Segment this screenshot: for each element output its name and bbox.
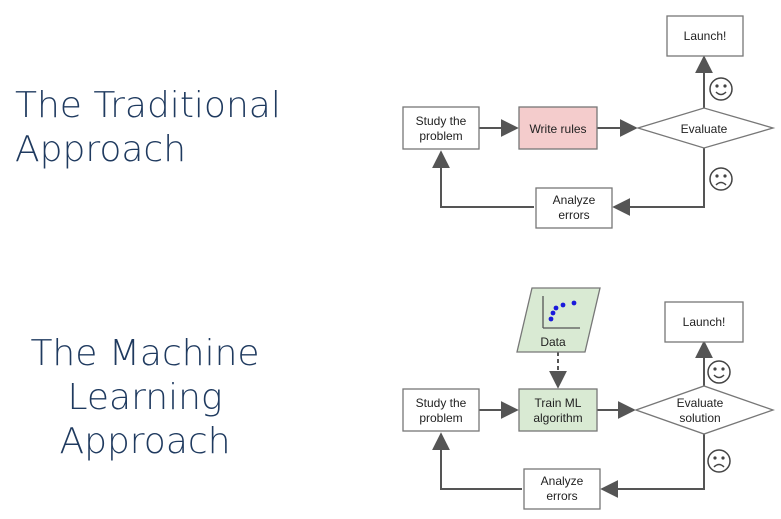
evaluate-solution-diamond: Evaluate solution <box>634 385 775 435</box>
study-line-2: problem <box>419 411 462 425</box>
write-rules-box: Write rules <box>518 106 598 150</box>
train-line-1: Train ML <box>535 396 582 410</box>
evaluate-line-2: solution <box>679 411 720 425</box>
scatter-plot-icon <box>542 296 580 329</box>
analyze-errors-box: Analyze errors <box>535 187 613 229</box>
arrow-evaluate-to-analyze <box>612 148 705 216</box>
data-label: Data <box>540 335 566 349</box>
ml-flowchart: Data Study the problem Train ML algorith… <box>402 287 775 510</box>
heading-line: The Traditional <box>15 85 281 126</box>
launch-box: Launch! <box>666 15 744 57</box>
frowning-face-icon <box>707 449 731 473</box>
ml-approach-heading: The Machine Learning Approach <box>0 332 290 464</box>
arrow-analyze-to-study <box>432 150 534 208</box>
evaluate-label: Evaluate <box>681 122 728 136</box>
study-line-2: problem <box>419 129 462 143</box>
train-line-2: algorithm <box>533 411 582 425</box>
frowning-face-icon <box>709 167 733 191</box>
launch-label: Launch! <box>684 29 727 43</box>
study-line-1: Study the <box>416 114 467 128</box>
smiley-face-icon <box>707 360 731 384</box>
study-line-1: Study the <box>416 396 467 410</box>
analyze-line-2: errors <box>558 208 589 222</box>
train-ml-algorithm-box: Train ML algorithm <box>518 388 598 432</box>
heading-line: The Machine <box>30 333 260 374</box>
analyze-line-1: Analyze <box>541 474 584 488</box>
analyze-line-2: errors <box>546 489 577 503</box>
study-problem-box: Study the problem <box>402 106 480 150</box>
launch-box: Launch! <box>664 301 744 343</box>
evaluate-line-1: Evaluate <box>677 396 724 410</box>
traditional-flowchart: Study the problem Write rules Evaluate L… <box>402 15 776 229</box>
heading-line: Approach <box>15 129 187 170</box>
evaluate-diamond: Evaluate <box>635 107 776 149</box>
data-parallelogram: Data <box>516 287 601 353</box>
heading-line: Learning <box>67 377 223 418</box>
heading-line: Approach <box>59 421 231 462</box>
analyze-line-1: Analyze <box>553 193 596 207</box>
arrow-analyze-to-study <box>432 432 522 490</box>
launch-label: Launch! <box>683 315 726 329</box>
write-rules-label: Write rules <box>529 122 586 136</box>
smiley-face-icon <box>709 77 733 101</box>
traditional-approach-heading: The Traditional Approach <box>15 84 281 172</box>
arrow-evaluate-to-analyze <box>600 434 705 498</box>
study-problem-box: Study the problem <box>402 388 480 432</box>
analyze-errors-box: Analyze errors <box>523 468 601 510</box>
